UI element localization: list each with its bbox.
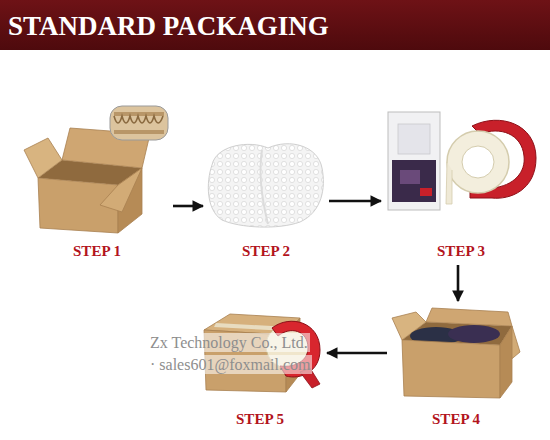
- flow-arrow: [327, 352, 387, 355]
- page-title: STANDARD PACKAGING: [8, 11, 329, 41]
- flow-arrow: [173, 205, 203, 208]
- step-node: STEP 2: [206, 138, 326, 262]
- step-node: STEP 1: [24, 104, 170, 262]
- step-label: STEP 1: [24, 242, 170, 260]
- step-label: STEP 5: [196, 410, 324, 428]
- step-label: STEP 3: [384, 242, 538, 260]
- empty-box: [24, 128, 150, 233]
- step-node: STEP 3: [384, 108, 538, 262]
- step-label: STEP 4: [390, 410, 522, 428]
- tape-dispenser: [446, 120, 536, 204]
- step-node: STEP 4: [390, 304, 522, 430]
- flow-arrow: [329, 200, 381, 203]
- flow-arrow: [457, 265, 460, 301]
- corrugated-inset: [110, 106, 168, 140]
- watermark: · sales601@foxmail.com: [148, 355, 312, 374]
- step-label: STEP 2: [206, 242, 326, 260]
- bubble-wrap: [208, 144, 323, 227]
- watermark: Zx Technology Co., Ltd.: [148, 333, 310, 352]
- poly-bag: [388, 112, 440, 210]
- filled-box: [392, 308, 520, 398]
